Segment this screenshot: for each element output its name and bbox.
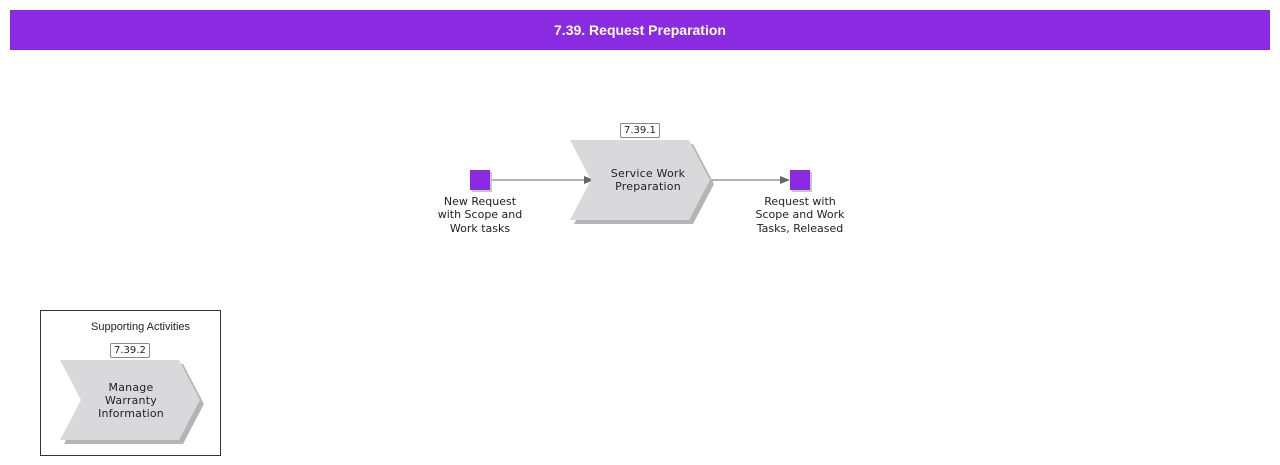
end-event-label: Request with Scope and Work Tasks, Relea… bbox=[755, 195, 845, 235]
supporting-activities-box bbox=[40, 310, 221, 456]
process-support-id-tag: 7.39.2 bbox=[110, 343, 150, 358]
process-main-chevron[interactable] bbox=[570, 140, 710, 220]
diagram-header: 7.39. Request Preparation bbox=[10, 10, 1270, 50]
start-event-label: New Request with Scope and Work tasks bbox=[437, 195, 523, 235]
start-event-square[interactable] bbox=[470, 170, 490, 190]
supporting-activities-title: Supporting Activities bbox=[91, 321, 191, 333]
end-event-square[interactable] bbox=[790, 170, 810, 190]
page-title: 7.39. Request Preparation bbox=[554, 22, 726, 38]
process-support-chevron[interactable] bbox=[60, 360, 200, 440]
process-main-label: Service Work Preparation bbox=[610, 167, 686, 193]
process-support-label: Manage Warranty Information bbox=[98, 380, 164, 420]
process-main-id-tag: 7.39.1 bbox=[620, 123, 660, 138]
